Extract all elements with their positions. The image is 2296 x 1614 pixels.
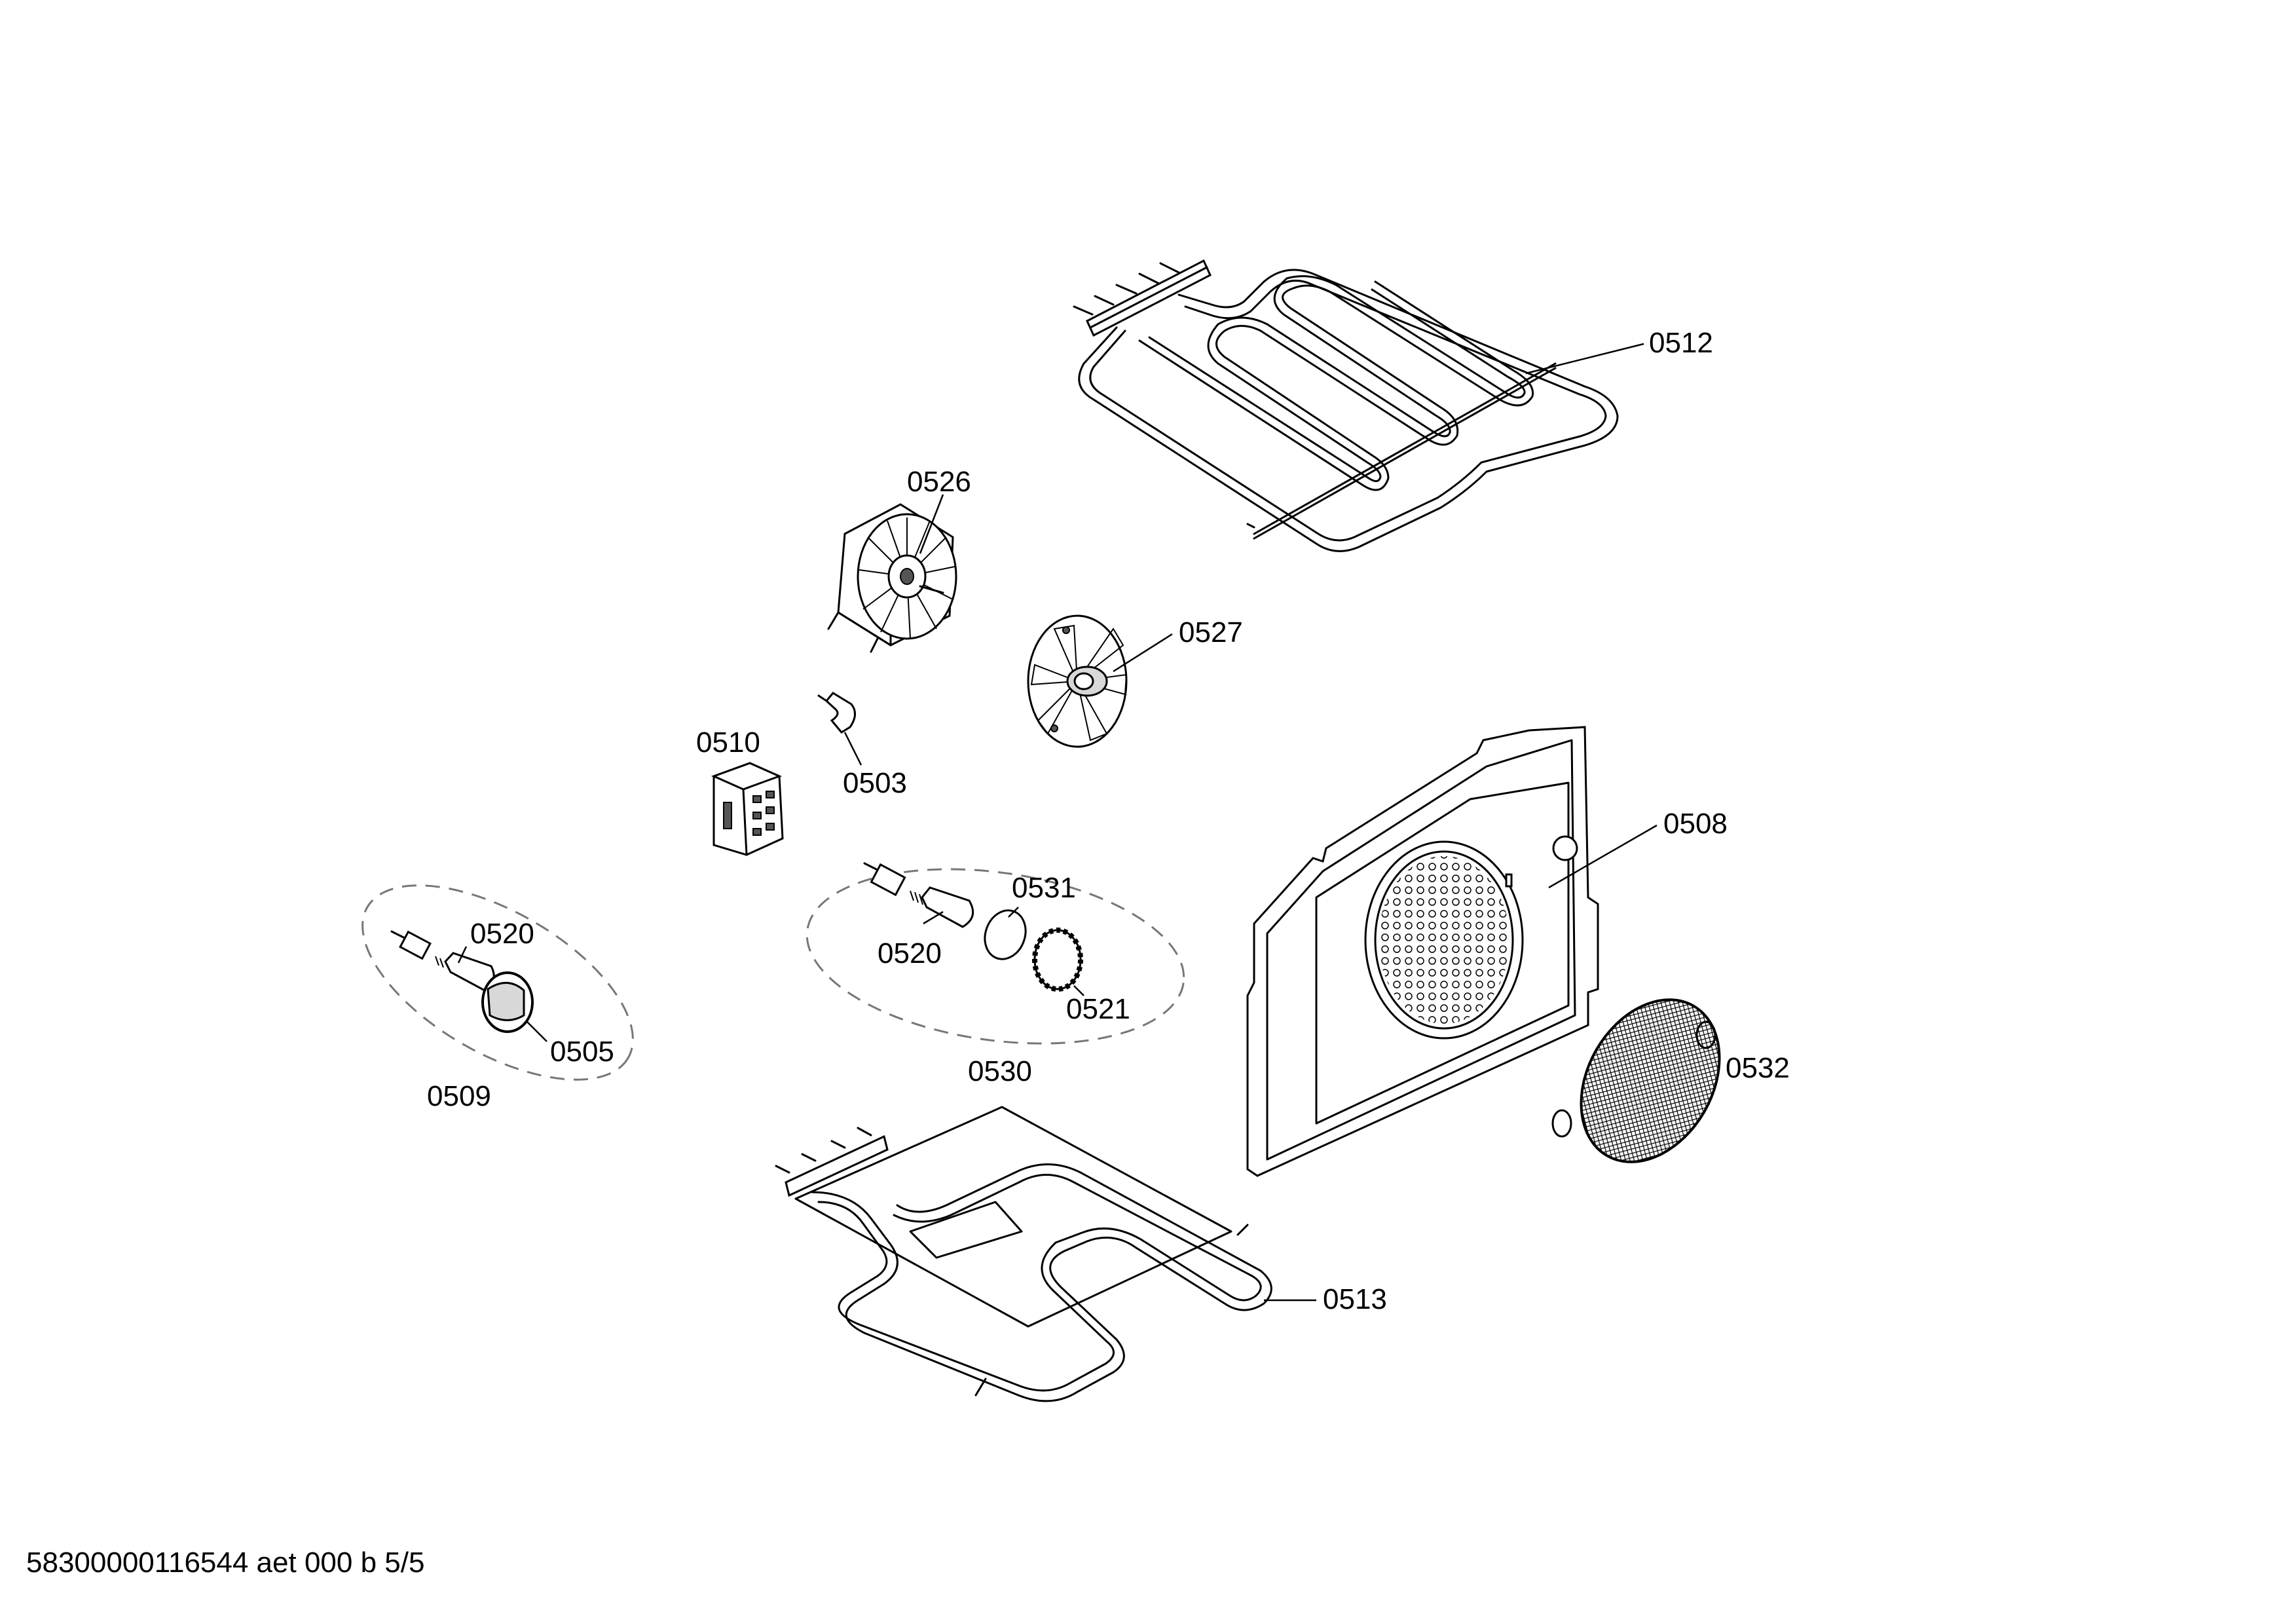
label-0512: 0512 xyxy=(1649,327,1713,359)
terminal-block-icon xyxy=(711,762,784,856)
label-0503: 0503 xyxy=(843,767,907,799)
label-0520b: 0520 xyxy=(878,937,942,969)
fan-motor-icon xyxy=(827,503,957,653)
fan-wheel-icon xyxy=(1027,614,1128,748)
label-0520a: 0520 xyxy=(470,918,534,950)
label-0530: 0530 xyxy=(968,1055,1032,1087)
label-0531: 0531 xyxy=(1012,872,1076,904)
oven-lamp-assembly-icon xyxy=(390,930,534,1033)
leader-0527 xyxy=(1113,633,1173,673)
drawing-reference-number: 58300000116544 aet 000 b 5/5 xyxy=(26,1547,424,1579)
label-0508: 0508 xyxy=(1663,808,1728,840)
label-0521: 0521 xyxy=(1066,993,1130,1025)
leader-0512 xyxy=(1525,343,1644,375)
top-grill-heating-element-icon xyxy=(1073,259,1619,552)
clip-icon xyxy=(817,692,856,734)
leader-0520b xyxy=(923,910,944,925)
leader-0505 xyxy=(527,1021,547,1042)
oven-lamp-assembly-icon xyxy=(863,862,1083,992)
bottom-heating-element-icon xyxy=(775,1106,1272,1402)
lamp-group-outline-left xyxy=(361,884,634,1081)
rear-panel-icon xyxy=(1246,726,1599,1177)
label-0509: 0509 xyxy=(427,1080,491,1112)
label-0510: 0510 xyxy=(696,726,760,759)
rear-panel-perforation xyxy=(1379,856,1509,1024)
leader-0521 xyxy=(1073,985,1084,996)
label-0532: 0532 xyxy=(1726,1052,1790,1084)
lamp-group-outline-right xyxy=(805,868,1185,1045)
leader-0508 xyxy=(1548,824,1657,889)
leader-0503 xyxy=(843,732,862,766)
leader-0531 xyxy=(1008,907,1019,918)
label-0513: 0513 xyxy=(1323,1283,1387,1315)
leader-0520a xyxy=(457,946,468,964)
grease-filter-icon xyxy=(1551,998,1721,1163)
label-0527: 0527 xyxy=(1179,616,1243,648)
leader-0526 xyxy=(919,494,944,554)
label-0526: 0526 xyxy=(907,466,971,498)
label-0505: 0505 xyxy=(550,1036,614,1068)
